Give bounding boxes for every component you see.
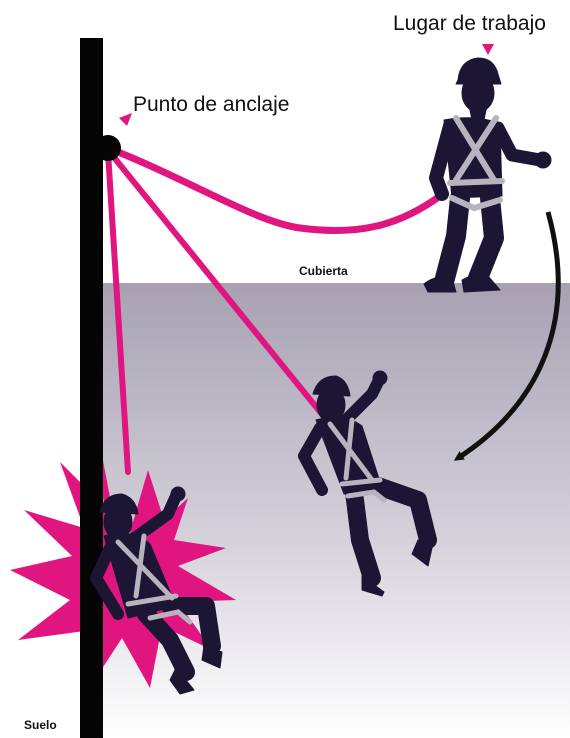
workplace-label: Lugar de trabajo [393,12,546,35]
impact-starburst-icon [10,424,236,688]
workplace-marker-icon [482,44,494,55]
ground-label: Suelo [24,718,57,732]
fall-arrow-icon [453,211,561,461]
roof-label: Cubierta [299,264,348,278]
lanyard-ground-rope [105,149,131,475]
anchor-point-icon [95,135,121,161]
anchor-marker-icon [119,113,132,126]
lanyard-worker-rope [104,144,444,235]
worker-impact-harness [115,533,193,625]
anchor-point-label: Punto de anclaje [133,93,290,116]
lanyard-falling-rope [105,147,328,421]
worker-falling-harness [327,417,387,503]
worker-standing-harness [447,115,505,212]
